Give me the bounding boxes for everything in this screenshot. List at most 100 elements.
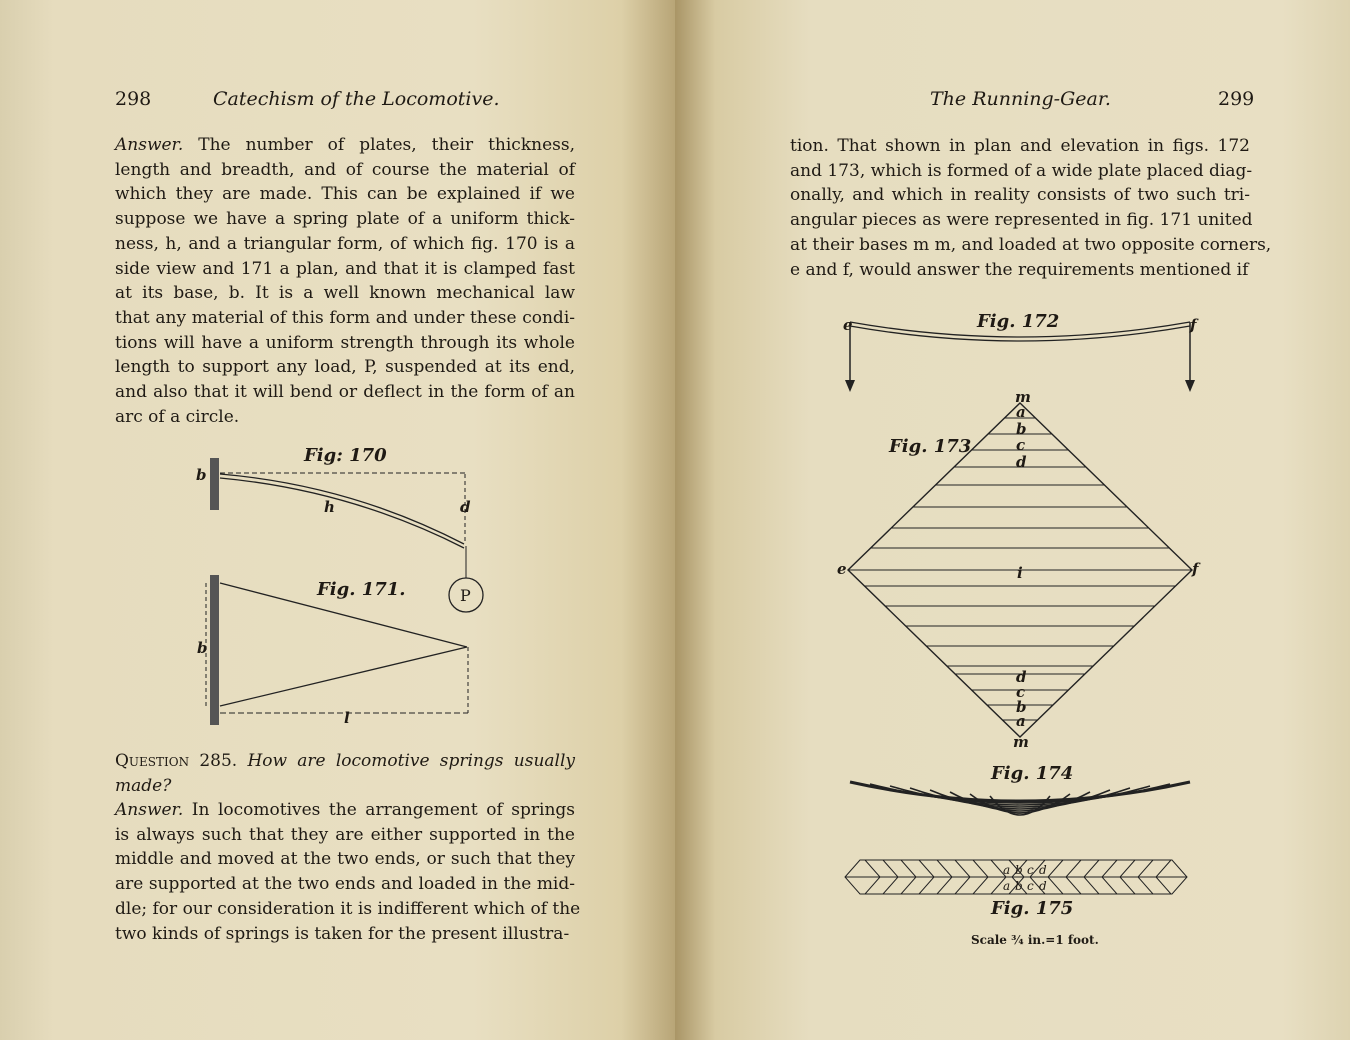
question-285: Question 285. How are locomotive springs…	[115, 751, 576, 796]
text-line: side view and 171 a plan, and that it is…	[115, 258, 575, 279]
text-line: at their bases m m, and loaded at two op…	[790, 234, 1272, 255]
spring-plate-upper	[219, 473, 465, 545]
plan-label: a	[1003, 863, 1010, 877]
chevron	[1119, 859, 1136, 895]
plan-edge-top	[219, 582, 468, 648]
text-line: and also that it will bend or deflect in…	[115, 382, 575, 403]
chevron	[1083, 859, 1100, 895]
svg-text:b: b	[1016, 698, 1027, 716]
plan-label: c	[1027, 879, 1034, 893]
answer-paragraph: Answer. The number of plates, their thic…	[115, 133, 575, 429]
svg-text:c: c	[1016, 436, 1025, 454]
chevron	[972, 859, 989, 895]
text-line: e and f, would answer the requirements m…	[790, 259, 1249, 280]
running-head: Catechism of the Locomotive.	[213, 88, 500, 110]
leaf-plate	[869, 783, 1171, 804]
label-b-plan: b	[197, 639, 208, 657]
svg-text:m: m	[1015, 388, 1031, 406]
label-h: h	[324, 498, 335, 516]
text-line: two kinds of springs is taken for the pr…	[115, 923, 570, 944]
fig174-title: Fig. 174	[990, 763, 1073, 784]
svg-text:f: f	[1191, 560, 1201, 578]
text-line: dle; for our consideration it is indiffe…	[115, 898, 581, 919]
chevron	[1029, 859, 1046, 895]
answer-paragraph-2: Answer. In locomotives the arrangement o…	[115, 798, 581, 946]
chevron	[864, 859, 881, 895]
text-line: suppose we have a spring plate of a unif…	[115, 209, 575, 230]
text-line: tion. That shown in plan and elevation i…	[790, 136, 1250, 156]
text-line: and 173, which is formed of a wide plate…	[790, 160, 1253, 181]
chevron	[900, 859, 917, 895]
wall-clamp-plan	[210, 575, 219, 725]
svg-text:m: m	[1013, 733, 1029, 751]
chevron	[882, 859, 899, 895]
continuation-paragraph: tion. That shown in plan and elevation i…	[790, 134, 1272, 282]
fig171-title: Fig. 171.	[316, 579, 406, 600]
chevron	[1008, 859, 1025, 895]
wall-clamp	[210, 458, 219, 510]
text-line: onally, and which in reality consists of…	[790, 185, 1250, 206]
svg-text:e: e	[837, 560, 847, 578]
text-line: at its base, b. It is a well known mecha…	[115, 283, 575, 304]
plan-edge-bottom	[219, 646, 468, 707]
leaf-plate	[989, 795, 1051, 816]
plan-label: d	[1039, 879, 1047, 893]
fig172-title: Fig. 172	[976, 311, 1059, 332]
chevron	[1011, 859, 1028, 895]
leaf-plate	[969, 793, 1071, 814]
chevron	[1155, 859, 1172, 895]
leaf-plate	[909, 787, 1131, 808]
question-label: Question 285.	[115, 751, 238, 771]
svg-text:e: e	[843, 316, 853, 334]
svg-text:a: a	[1016, 712, 1026, 730]
text-line: angular pieces as were represented in fi…	[790, 210, 1253, 231]
text-line: ness, h, and a triangular form, of which…	[115, 233, 575, 254]
spring-plate-lower	[219, 477, 465, 549]
text-line: Answer. The number of plates, their thic…	[115, 135, 575, 155]
label-b: b	[196, 466, 207, 484]
leaf-plate	[929, 789, 1111, 810]
text-line: which they are made. This can be explain…	[115, 184, 575, 205]
svg-text:a: a	[1016, 403, 1026, 421]
answer-label: Answer.	[115, 135, 184, 155]
text-line: that any material of this form and under…	[115, 307, 575, 328]
label-P: P	[460, 586, 471, 605]
chevron	[1065, 859, 1082, 895]
running-head: The Running-Gear.	[930, 88, 1111, 110]
load-weight	[448, 577, 484, 613]
chevron	[1137, 859, 1154, 895]
leaf-plate	[949, 791, 1091, 812]
chevron	[990, 859, 1007, 895]
leaf-spring-elevation	[849, 780, 1191, 816]
fig170-title: Fig: 170	[303, 445, 387, 466]
fig175-title: Fig. 175	[990, 898, 1073, 919]
leaf-plate	[849, 780, 1191, 803]
plan-label: d	[1039, 863, 1047, 877]
diamond-outline	[846, 402, 1194, 738]
scale-note: Scale ¾ in.=1 foot.	[971, 933, 1099, 947]
plan-label: b	[1015, 879, 1023, 893]
text-line: tions will have a uniform strength throu…	[115, 332, 575, 353]
page-number: 299	[1218, 88, 1255, 110]
chevron	[1047, 859, 1064, 895]
text-line: arc of a circle.	[115, 406, 240, 427]
text-line: are supported at the two ends and loaded…	[115, 874, 575, 895]
spring-plan-diamond	[846, 402, 1194, 738]
svg-text:f: f	[1189, 316, 1199, 334]
text-line: length to support any load, P, suspended…	[115, 357, 575, 378]
text-line: length and breadth, and of course the ma…	[115, 159, 575, 180]
svg-text:d: d	[1016, 668, 1027, 686]
chevron	[936, 859, 953, 895]
svg-text:c: c	[1016, 683, 1025, 701]
chevron	[918, 859, 935, 895]
text-line: Answer. In locomotives the arrangement o…	[115, 800, 575, 820]
page-number: 298	[115, 88, 152, 110]
figures-172-175: e f Fig. 172 Fig. 173 m a b c d e f i d …	[837, 311, 1201, 947]
right-page: The Running-Gear. 299 tion. That shown i…	[675, 0, 1350, 1040]
svg-text:b: b	[1016, 420, 1027, 438]
plan-label: c	[1027, 863, 1034, 877]
spring-elevation	[849, 321, 1191, 338]
svg-text:i: i	[1017, 564, 1023, 582]
chevron	[1101, 859, 1118, 895]
